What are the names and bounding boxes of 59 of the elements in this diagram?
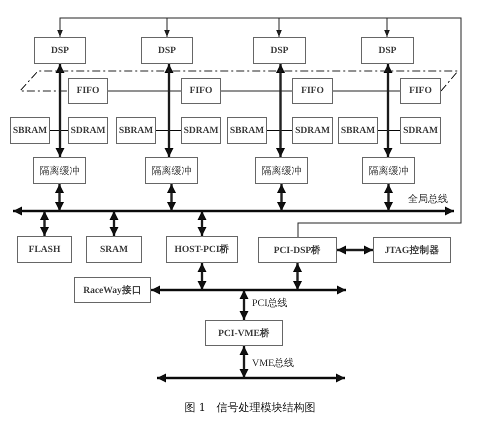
- module-box: 隔离缓冲: [362, 157, 415, 184]
- connector-line: [378, 130, 400, 131]
- module-box: PCI-VME桥: [205, 320, 283, 346]
- arrow: [276, 64, 285, 157]
- bus-line: [157, 374, 345, 382]
- arrow: [240, 290, 248, 320]
- arrow: [151, 286, 160, 294]
- arrow: [198, 263, 206, 290]
- module-box: FIFO: [68, 78, 108, 104]
- arrow: [293, 263, 302, 290]
- bus-label: VME总线: [252, 356, 294, 370]
- arrow: [384, 184, 393, 211]
- bus-line: [13, 207, 454, 215]
- module-box: SRAM: [86, 236, 142, 263]
- connector-line: [18, 70, 460, 92]
- module-box: SDRAM: [292, 117, 333, 144]
- module-box: SDRAM: [400, 117, 441, 144]
- arrow: [40, 211, 49, 236]
- module-box: FIFO: [292, 78, 333, 104]
- connector-line: [156, 130, 182, 131]
- arrow: [55, 184, 64, 211]
- module-box: HOST-PCI桥: [166, 236, 238, 263]
- bus-line: [158, 286, 346, 294]
- connector-line: [50, 130, 68, 131]
- arrow: [110, 211, 118, 236]
- arrow: [198, 211, 206, 236]
- module-box: 隔离缓冲: [33, 157, 86, 184]
- connector-line: [266, 130, 292, 131]
- module-box: FLASH: [17, 236, 72, 263]
- arrow: [167, 184, 176, 211]
- module-box: DSP: [361, 37, 414, 64]
- connector-line: [220, 90, 292, 92]
- bus-label: 全局总线: [408, 192, 448, 206]
- figure-caption: 图 1 信号处理模块结构图: [183, 400, 317, 415]
- arrow: [56, 64, 64, 157]
- arrow: [337, 246, 373, 254]
- module-box: SDRAM: [68, 117, 108, 144]
- module-box: SDRAM: [181, 117, 221, 144]
- module-box: 隔离缓冲: [255, 157, 308, 184]
- module-box: FIFO: [400, 78, 441, 104]
- module-box: JTAG控制器: [373, 237, 451, 263]
- connector-line: [332, 90, 400, 92]
- arrow: [164, 64, 174, 157]
- module-box: SBRAM: [338, 117, 378, 144]
- module-box: 隔离缓冲: [145, 157, 198, 184]
- module-box: FIFO: [181, 78, 221, 104]
- arrow: [384, 64, 392, 157]
- module-box: RaceWay接口: [74, 277, 151, 303]
- arrow: [240, 346, 248, 378]
- module-box: SBRAM: [10, 117, 50, 144]
- module-box: PCI-DSP桥: [258, 237, 337, 263]
- module-box: DSP: [141, 37, 193, 64]
- module-box: DSP: [34, 37, 86, 64]
- module-box: DSP: [253, 37, 306, 64]
- connector-line: [108, 90, 182, 92]
- bus-label: PCI总线: [252, 296, 288, 310]
- arrow: [277, 184, 286, 211]
- module-box: SBRAM: [116, 117, 156, 144]
- module-box: SBRAM: [227, 117, 267, 144]
